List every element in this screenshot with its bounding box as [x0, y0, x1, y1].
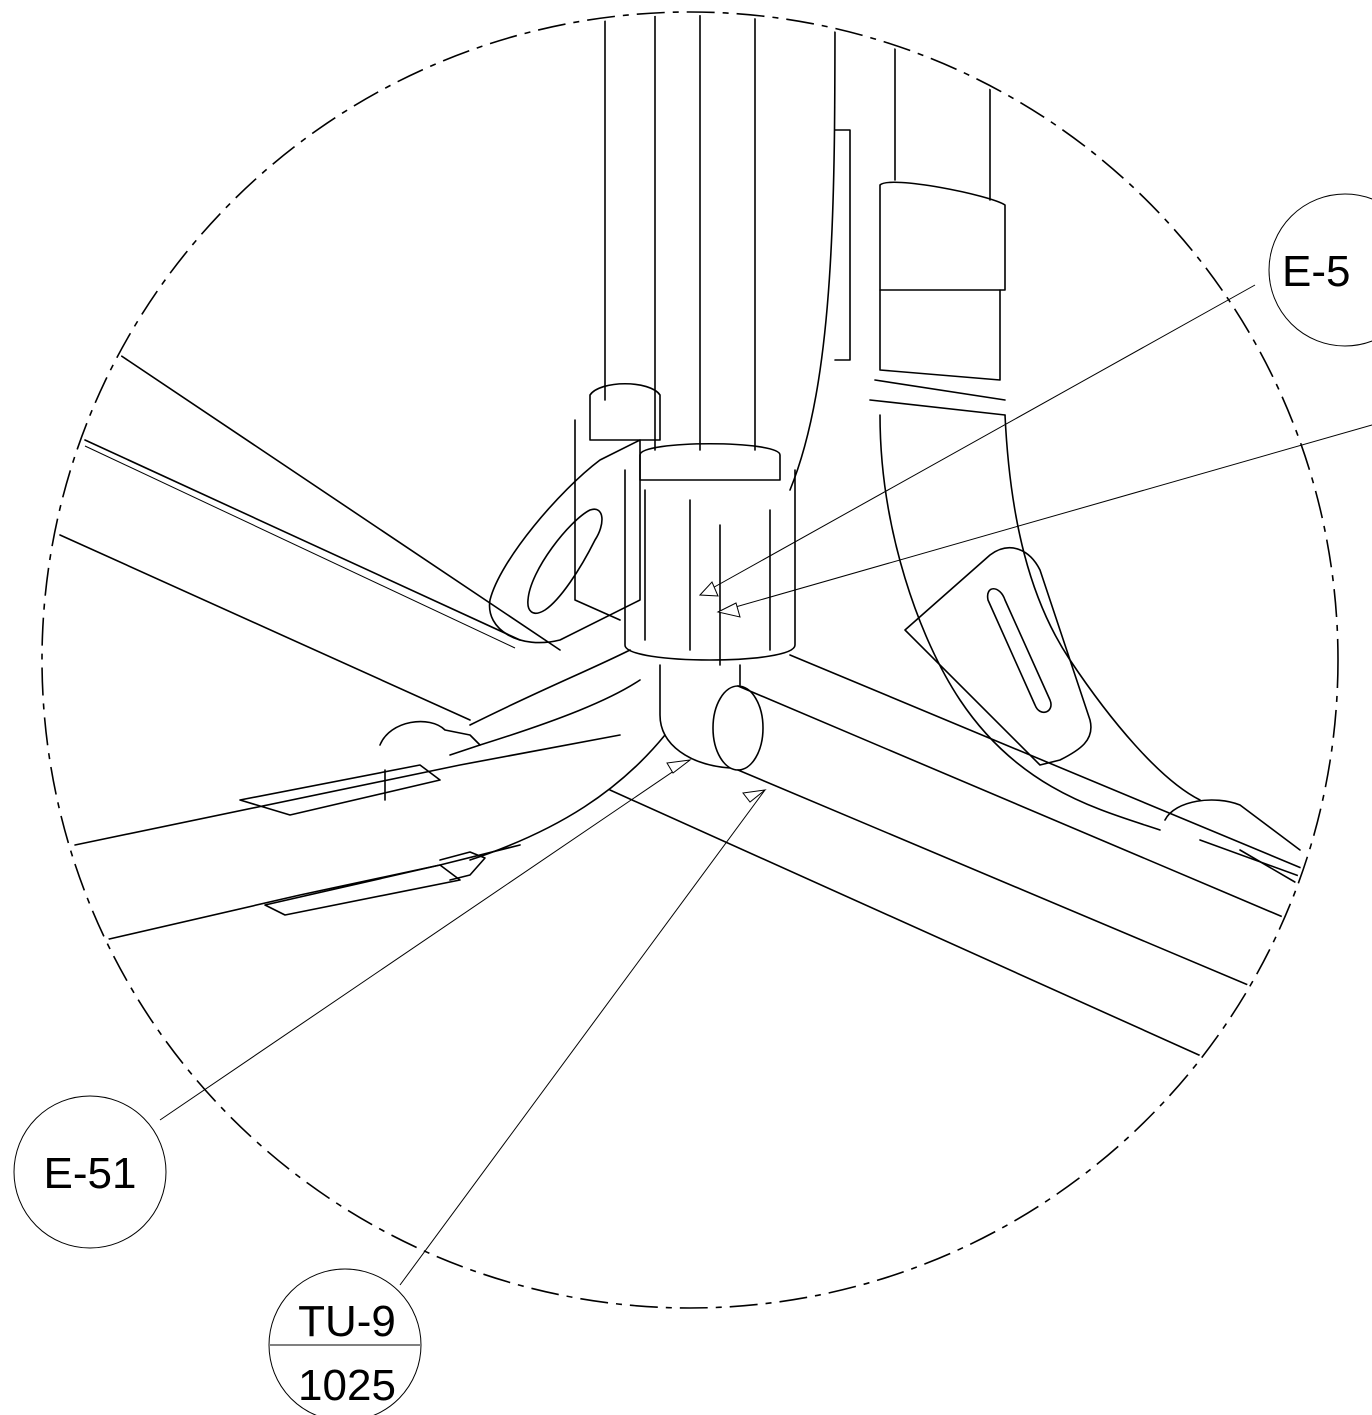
callout-tu-qty-label: 1025 [298, 1361, 396, 1410]
assembly-geometry [59, 15, 1331, 1061]
callout-e-top-label: E-5 [1282, 247, 1350, 296]
callout-e-top: E-5 [1268, 193, 1372, 347]
callout-tu: TU-9 1025 [268, 1268, 422, 1415]
detail-circle [41, 11, 1339, 1309]
callout-tu-part-label: TU-9 [298, 1297, 396, 1346]
callout-e-51: E-51 [13, 1095, 167, 1249]
callout-e-51-label: E-51 [44, 1149, 137, 1198]
